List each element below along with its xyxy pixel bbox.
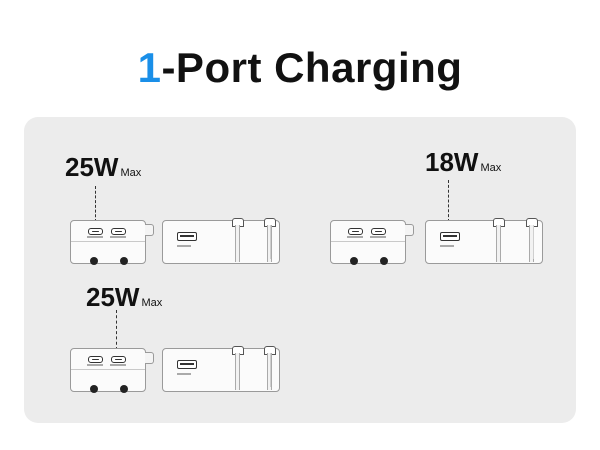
foot-icon	[350, 257, 358, 265]
plug-blade-icon	[267, 225, 272, 262]
charger-front-ports	[425, 218, 543, 264]
rating-value: 25W	[65, 152, 119, 182]
rating-max: Max	[120, 167, 142, 179]
prong-icon	[145, 352, 154, 364]
leader-line	[116, 310, 117, 350]
usb-a-port-icon	[440, 232, 460, 241]
charger-side-ports	[70, 348, 154, 393]
port-label-mark	[177, 245, 191, 247]
usb-c-port-icon	[88, 228, 103, 235]
foot-icon	[90, 385, 98, 393]
page-title: 1-Port Charging	[0, 44, 600, 92]
housing-seam	[331, 241, 405, 242]
charger-front-ports	[162, 218, 280, 264]
port-label-mark	[87, 236, 103, 238]
title-accent: 1	[137, 44, 162, 91]
charger-side-ports	[70, 220, 154, 265]
housing-edge	[270, 353, 271, 387]
port-label-mark	[370, 236, 386, 238]
usb-c-port-icon	[88, 356, 103, 363]
port-label-mark	[110, 236, 126, 238]
usb-a-port-icon	[177, 232, 197, 241]
foot-icon	[120, 385, 128, 393]
rating-max: Max	[480, 162, 502, 174]
rating-value: 18W	[425, 147, 479, 177]
housing-seam	[71, 369, 145, 370]
charger-side-ports	[330, 220, 414, 265]
housing-seam	[71, 241, 145, 242]
port-label-mark	[87, 364, 103, 366]
rating-max: Max	[141, 297, 163, 309]
port-label-mark	[177, 373, 191, 375]
charger-front-ports	[162, 346, 280, 392]
foot-icon	[90, 257, 98, 265]
leader-line	[448, 180, 449, 222]
housing-edge	[533, 225, 534, 259]
usb-a-port-icon	[177, 360, 197, 369]
housing-edge	[270, 225, 271, 259]
usb-c-port-icon	[348, 228, 363, 235]
prong-icon	[145, 224, 154, 236]
prong-icon	[405, 224, 414, 236]
plug-blade-icon	[496, 225, 501, 262]
leader-line	[95, 186, 96, 222]
rating-value: 25W	[86, 282, 140, 312]
usb-c-port-icon	[111, 356, 126, 363]
port-label-mark	[110, 364, 126, 366]
port-label-mark	[347, 236, 363, 238]
plug-blade-icon	[235, 353, 240, 390]
usb-c-port-icon	[371, 228, 386, 235]
plug-blade-icon	[267, 353, 272, 390]
port-label-mark	[440, 245, 454, 247]
usb-c-port-icon	[111, 228, 126, 235]
title-text: -Port Charging	[161, 44, 463, 91]
plug-blade-icon	[235, 225, 240, 262]
foot-icon	[380, 257, 388, 265]
foot-icon	[120, 257, 128, 265]
